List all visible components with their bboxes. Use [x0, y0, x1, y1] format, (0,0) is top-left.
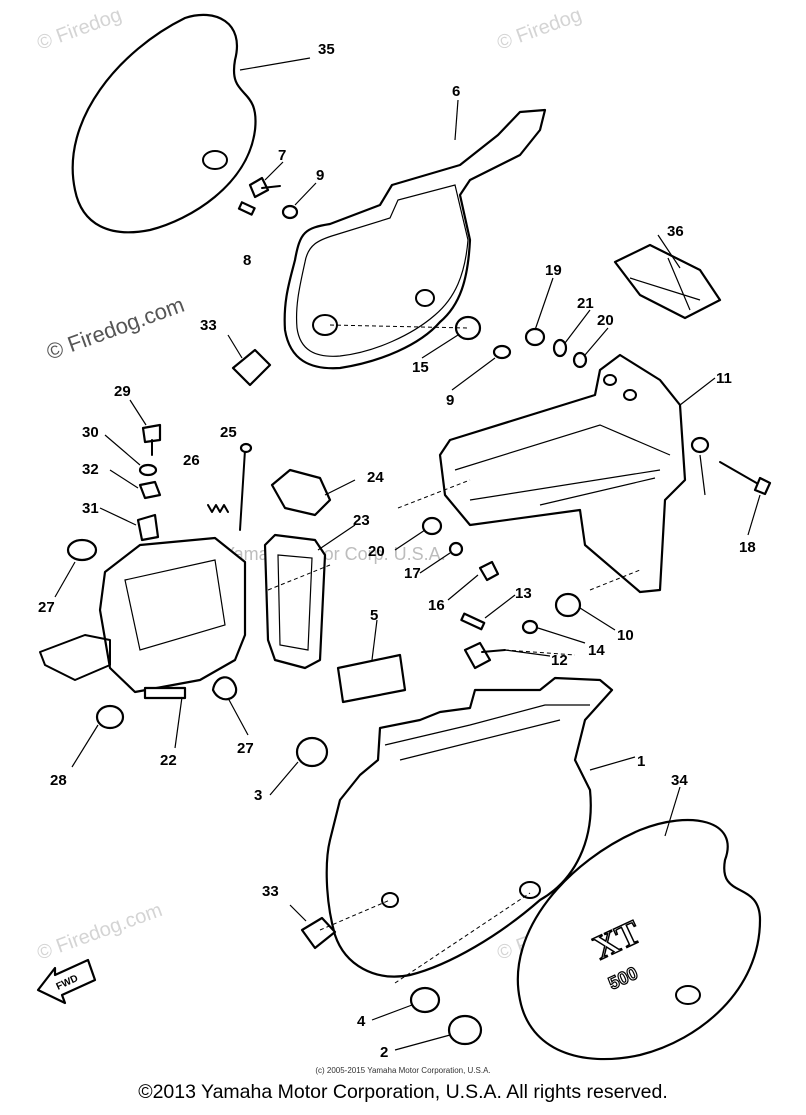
part-5-label: [336, 653, 407, 704]
callout-31: 31: [82, 500, 99, 517]
callout-20-upper: 20: [597, 312, 614, 329]
callout-19: 19: [545, 262, 562, 279]
small-parts: [66, 176, 772, 1046]
callout-6: 6: [452, 83, 460, 100]
callout-34: 34: [671, 772, 688, 789]
callout-20-lower: 20: [368, 543, 385, 560]
part-35-emblem-upper: [71, 13, 257, 234]
part-22-battery-box: [39, 536, 247, 700]
callout-11: 11: [716, 370, 732, 387]
part-23-holder: [263, 533, 327, 670]
watermark-left: © Firedog.com: [43, 292, 187, 365]
callout-13: 13: [515, 585, 532, 602]
callout-33-upper: 33: [200, 317, 217, 334]
callout-5: 5: [370, 607, 378, 624]
callout-33-lower: 33: [262, 883, 279, 900]
callout-10: 10: [617, 627, 634, 644]
callouts: 35 6 7 9 8 36 19 21 20 33 15 9 11 29 25 …: [38, 41, 756, 1061]
watermark-top-left: © Firedog: [34, 4, 124, 55]
callout-29: 29: [114, 383, 131, 400]
callout-24: 24: [367, 469, 384, 486]
callout-1: 1: [637, 753, 645, 770]
callout-12: 12: [551, 652, 568, 669]
watermark-top-right: © Firedog: [494, 4, 584, 55]
callout-18: 18: [739, 539, 756, 556]
callout-26: 26: [183, 452, 200, 469]
part-11-bracket: [438, 353, 687, 594]
leader-lines: [54, 57, 761, 1051]
callout-8: 8: [243, 252, 251, 269]
fwd-arrow: FWD: [36, 958, 97, 1005]
callout-35: 35: [318, 41, 335, 58]
callout-14: 14: [588, 642, 605, 659]
callout-30: 30: [82, 424, 99, 441]
callout-7: 7: [278, 147, 286, 164]
callout-2: 2: [380, 1044, 388, 1061]
footer-copyright: ©2013 Yamaha Motor Corporation, U.S.A. A…: [138, 1081, 668, 1103]
callout-9-upper: 9: [316, 167, 324, 184]
part-36-grommet: [613, 243, 722, 320]
callout-3: 3: [254, 787, 262, 804]
part-34-emblem-lower: XT 500: [516, 818, 762, 1061]
callout-9-mid: 9: [446, 392, 454, 409]
callout-21: 21: [577, 295, 594, 312]
part-24-cap: [270, 468, 332, 517]
callout-22: 22: [160, 752, 177, 769]
part-6-side-cover-upper: [283, 108, 547, 370]
callout-27-lower: 27: [237, 740, 254, 757]
callout-15: 15: [412, 359, 429, 376]
callout-16: 16: [428, 597, 445, 614]
callout-25: 25: [220, 424, 237, 441]
callout-17: 17: [404, 565, 421, 582]
small-copyright: (c) 2005-2015 Yamaha Motor Corporation, …: [315, 1066, 491, 1075]
callout-36: 36: [667, 223, 684, 240]
watermark-bottom-left: © Firedog.com: [34, 899, 165, 965]
callout-28: 28: [50, 772, 67, 789]
callout-27-upper: 27: [38, 599, 55, 616]
callout-32: 32: [82, 461, 99, 478]
callout-4: 4: [357, 1013, 366, 1030]
reference-lines: [267, 324, 641, 984]
callout-23: 23: [353, 512, 370, 529]
